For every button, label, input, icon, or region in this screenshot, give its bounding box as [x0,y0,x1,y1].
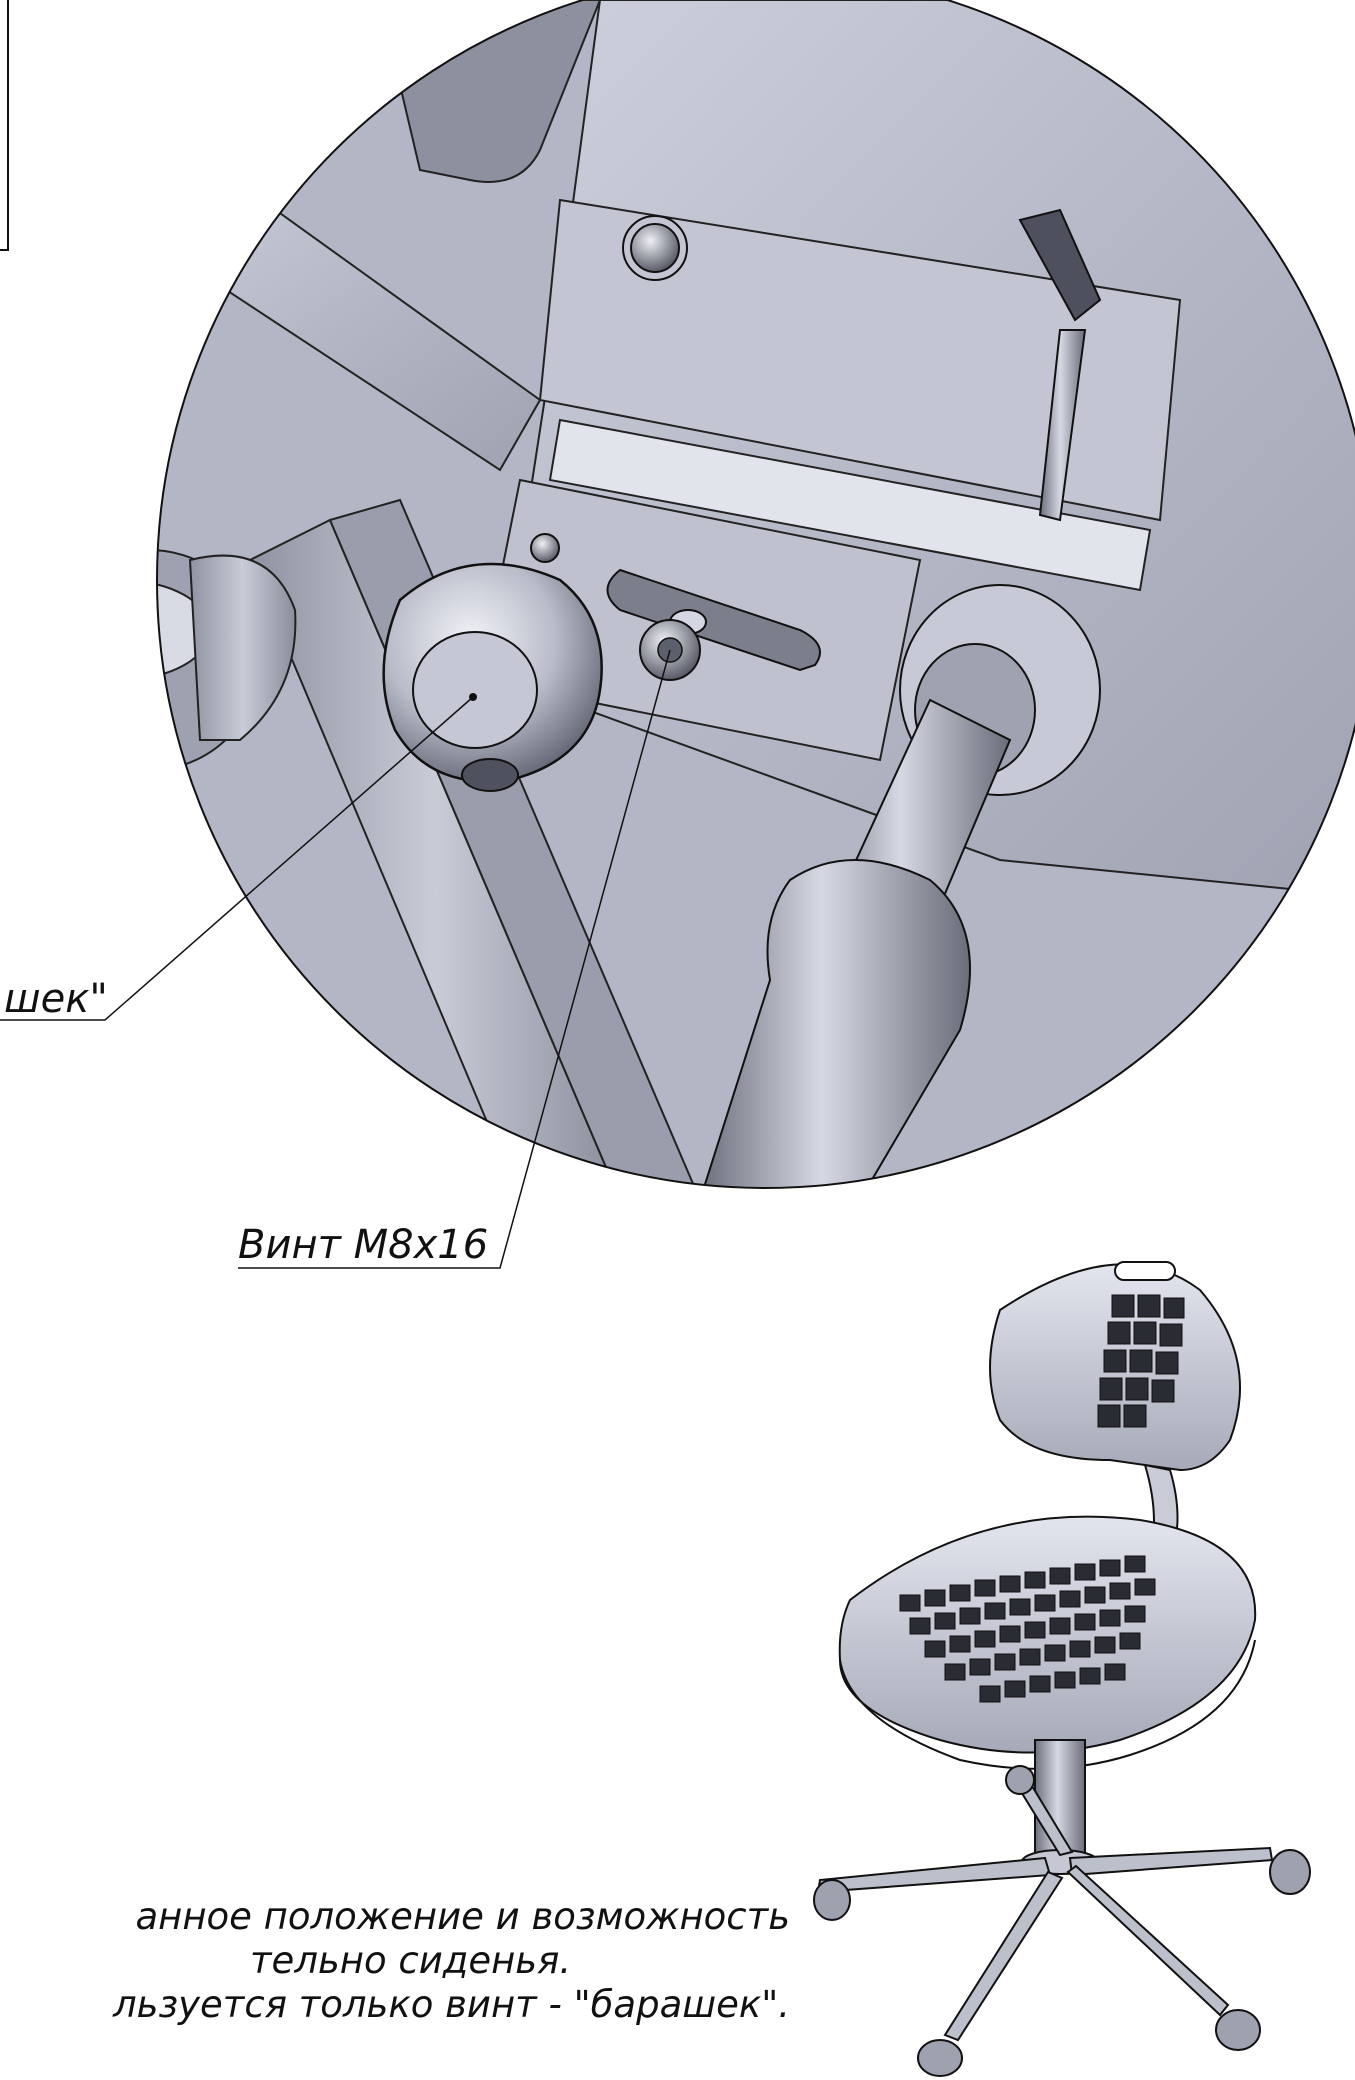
callout-wing-nut: шек" [4,976,108,1022]
callout-screw: Винт М8х16 [238,1222,488,1268]
chair-base [816,1784,1274,2042]
support-tube [698,584,1101,1188]
note-line-3: льзуется только винт - "барашек". [113,1983,790,2026]
assembly-note: анное положение и возможность тельно сид… [0,1895,790,2027]
seat-strut [248,518,622,1188]
adjustment-lever [1018,208,1102,522]
chair-casters [813,1765,1311,2077]
detail-circle-outline [156,0,1355,1189]
note-line-2: тельно сиденья. [250,1939,572,1982]
chair-seat [838,1515,1257,1754]
note-line-1: анное положение и возможность [135,1895,790,1938]
wing-nut-knob [382,562,603,792]
caster-housing [157,549,297,771]
chair-isometric-view [813,1261,1311,2077]
leader-lines [0,649,671,1269]
adjustment-slot [606,568,821,672]
detail-view [157,0,1355,1188]
frame-corner-line [0,0,9,251]
